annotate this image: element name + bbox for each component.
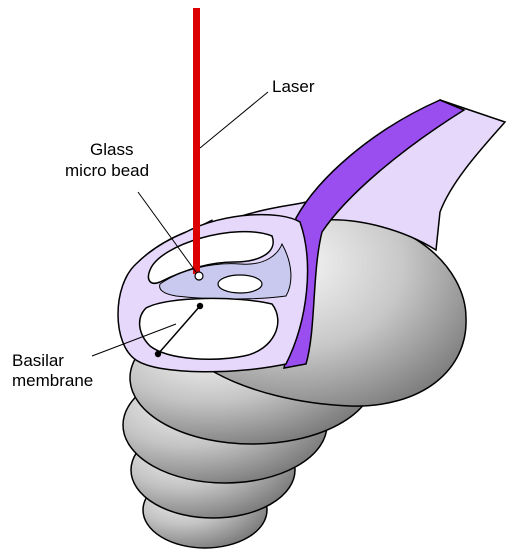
laser-leader: [200, 92, 268, 148]
basilar-membrane-end-upper: [197, 303, 203, 309]
label-laser: Laser: [272, 77, 315, 96]
label-membrane-line2: membrane: [12, 371, 93, 390]
label-membrane-line1: Basilar: [12, 351, 64, 370]
basilar-membrane-end-lower: [155, 351, 161, 357]
glass-bead: [195, 272, 203, 280]
scala-tympani: [140, 298, 278, 359]
cochlea-cross-section: [118, 215, 308, 372]
label-bead-line1: Glass: [90, 140, 133, 159]
laser-beam: [193, 8, 200, 274]
label-bead-line2: micro bead: [65, 161, 149, 180]
reissner-opening: [218, 275, 262, 293]
